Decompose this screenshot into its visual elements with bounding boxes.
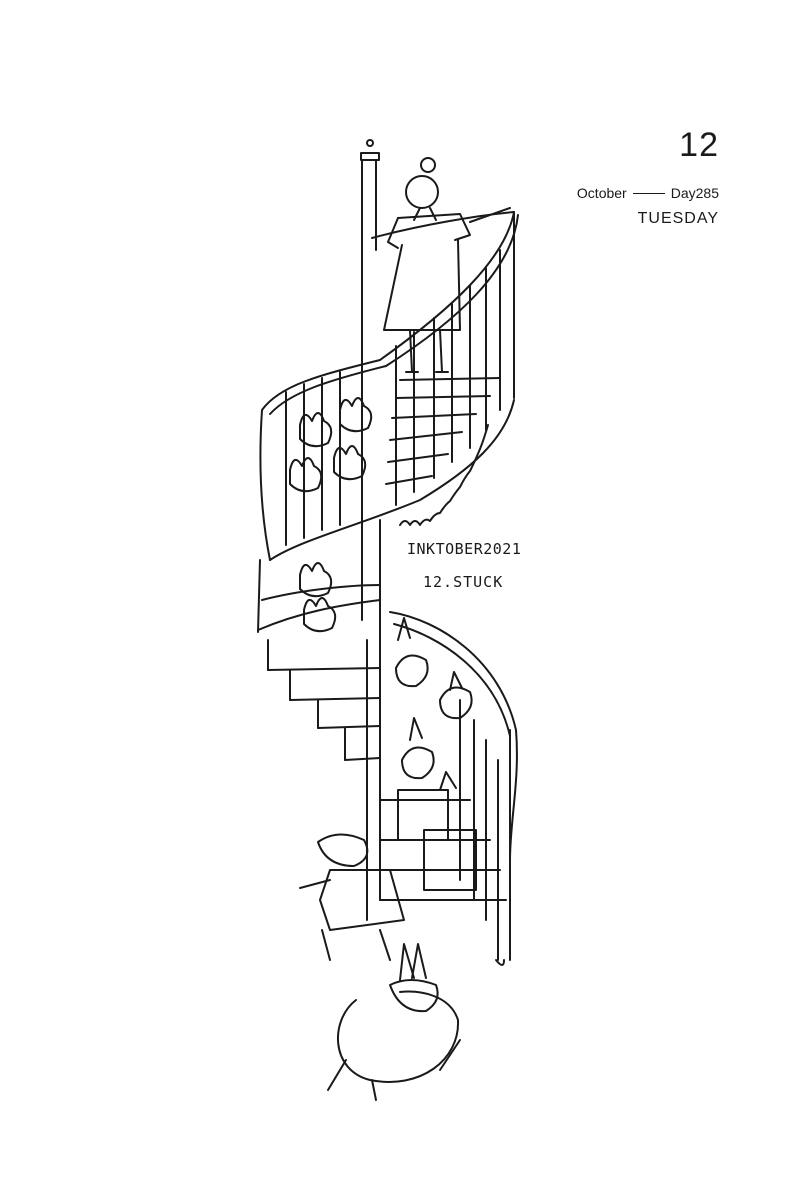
lower-railing (389, 611, 518, 966)
middle-railing (257, 559, 381, 761)
upper-stair-treads (385, 377, 501, 485)
rabbit-running-left (299, 833, 405, 961)
girl-figure (383, 157, 511, 373)
rabbits-upper (289, 397, 373, 633)
calendar-month-row: October Day285 (577, 186, 719, 200)
calendar-month: October (576, 185, 627, 201)
rabbits-lower (395, 617, 477, 891)
calendar-weekday: TUESDAY (637, 210, 719, 227)
central-pole (360, 139, 381, 921)
rabbit-bottom (327, 943, 461, 1101)
caption-block: INKTOBER2021 12.STUCK (407, 540, 521, 591)
upper-railing (259, 211, 519, 561)
calendar-day-of-year: Day285 (670, 185, 719, 201)
calendar-day-number: 12 (679, 126, 719, 164)
caption-prompt: 12.STUCK (423, 573, 504, 591)
calendar-dash-divider (632, 192, 665, 194)
caption-title: INKTOBER2021 (407, 540, 522, 558)
